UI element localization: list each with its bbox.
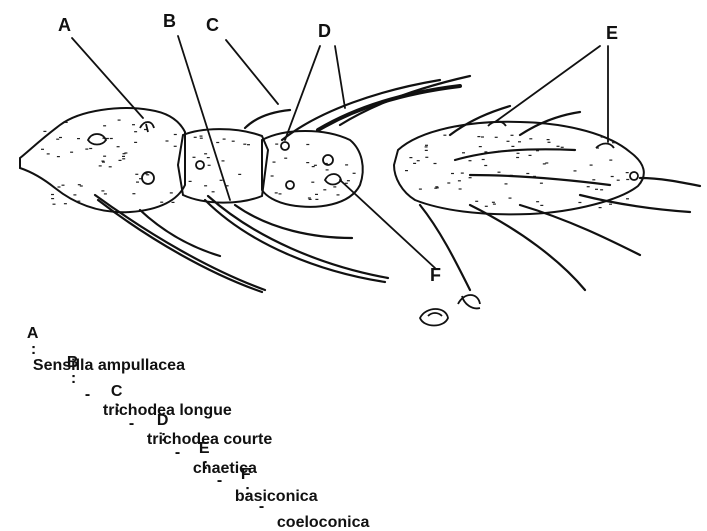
pit-chaetica [281, 142, 289, 150]
legend-line-f: F : - coeloconica [232, 451, 369, 531]
leader-c [226, 40, 278, 104]
legend-sep: : [115, 400, 120, 416]
legend-sep: : [203, 457, 208, 473]
leader-a [72, 38, 143, 118]
legend-key: F [241, 467, 251, 483]
sensillum-ampullacea [140, 122, 154, 132]
legend-dash: - [129, 416, 134, 432]
legend-key: E [199, 441, 210, 457]
legend-dash: - [175, 445, 180, 461]
antenna-segment-2 [178, 129, 268, 203]
pit-segment-1-b [142, 172, 154, 184]
hair-distal-6 [450, 106, 510, 135]
pit-segment-3-a [323, 155, 333, 165]
legend-sep: : [245, 483, 250, 499]
legend-sep: : [161, 429, 166, 445]
coeloconica-detail-2 [458, 295, 480, 308]
hair-trichodea-longue-2b [208, 196, 388, 278]
callout-e: E [606, 24, 618, 42]
callout-f: F [430, 266, 441, 284]
pit-distal [630, 172, 638, 180]
legend-key: B [67, 355, 79, 371]
hair-trichodea-longue-2 [205, 200, 385, 282]
sensilla-pits [88, 122, 638, 326]
hair-distal-5 [640, 178, 700, 186]
callout-a: A [58, 16, 71, 34]
pit-segment-3-b [286, 181, 294, 189]
hair-distal-1 [420, 205, 470, 290]
callout-c: C [206, 16, 219, 34]
sensillum-basiconica-2 [596, 144, 614, 149]
callout-b: B [163, 12, 176, 30]
legend-term: coeloconica [277, 515, 369, 531]
pit-segment-2 [196, 161, 204, 169]
hair-distal-2 [470, 205, 585, 290]
legend-dash: - [217, 473, 222, 489]
coeloconica-detail-1 [420, 309, 448, 326]
antenna-segment-1 [20, 108, 185, 212]
leader-d2 [335, 46, 345, 108]
callout-d: D [318, 22, 331, 40]
legend-dash: - [85, 387, 90, 403]
leader-f [340, 180, 435, 268]
legend-key: C [111, 384, 123, 400]
surface-texture [41, 120, 629, 208]
legend-key: A [27, 326, 39, 342]
legend-sep: : [71, 371, 76, 387]
leader-e1 [495, 46, 600, 122]
legend-sep: : [31, 342, 36, 358]
sensillum-coeloconica [325, 174, 341, 185]
antenna-segment-3 [262, 131, 363, 207]
legend-key: D [157, 413, 169, 429]
hair-distal-8 [455, 149, 575, 160]
legend-dash: - [259, 499, 264, 515]
hair-short-mid [235, 205, 352, 238]
hair-trichodea-courte [245, 110, 290, 128]
pit-segment-1-a [88, 134, 106, 145]
